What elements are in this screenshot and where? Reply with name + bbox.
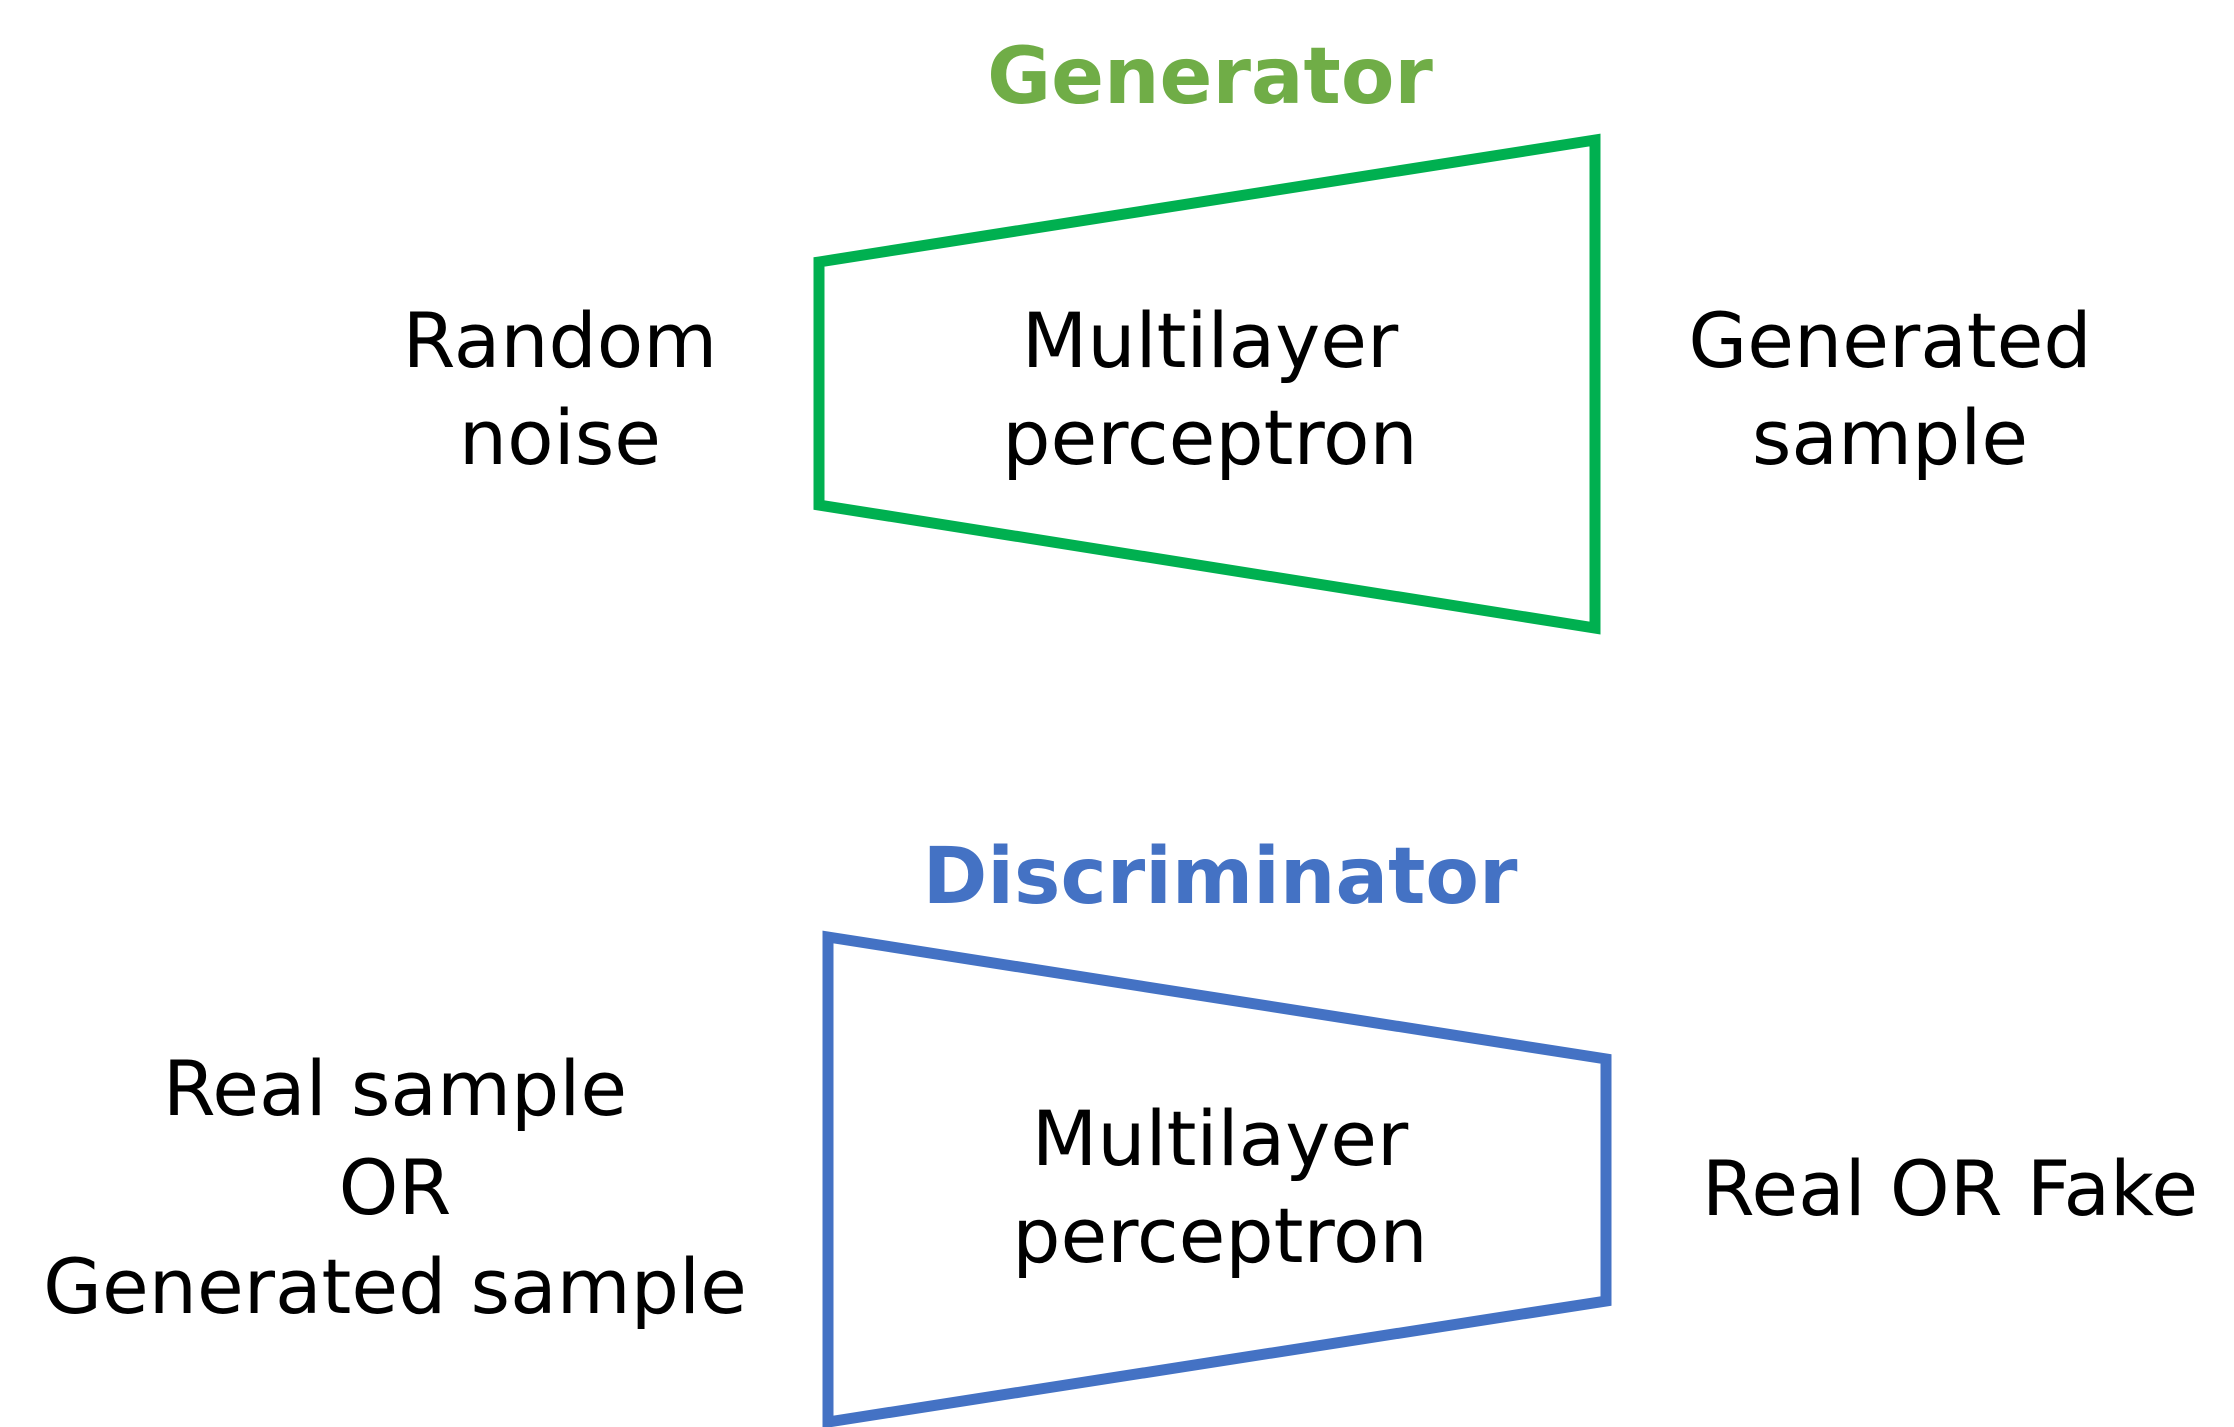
discriminator-title: Discriminator — [922, 832, 1518, 922]
discriminator-body-line-2: perceptron — [1012, 1191, 1428, 1281]
generator-output-line-1: Generated — [1688, 296, 2092, 385]
generator-body-line-1: Multilayer — [1021, 296, 1399, 385]
generator-input-line-2: noise — [458, 393, 662, 483]
discriminator-trapezoid — [822, 930, 1612, 1427]
discriminator-output-label: Real OR Fake — [1675, 1140, 2225, 1237]
discriminator-input-line-1: Real sample — [162, 1044, 628, 1133]
generator-body-line-2: perceptron — [1002, 393, 1418, 483]
discriminator-body-line-1: Multilayer — [1031, 1094, 1409, 1183]
generator-body-label: Multilayer perceptron — [940, 292, 1480, 487]
discriminator-body-label: Multilayer perceptron — [950, 1090, 1490, 1285]
discriminator-input-line-2: OR — [338, 1142, 452, 1232]
generator-trapezoid — [813, 133, 1601, 635]
discriminator-input-line-3: Generated sample — [43, 1241, 747, 1331]
discriminator-output-line-1: Real OR Fake — [1701, 1144, 2199, 1233]
generator-input-label: Random noise — [340, 292, 780, 487]
generator-output-label: Generated sample — [1640, 292, 2140, 487]
discriminator-input-label: Real sample OR Generated sample — [20, 1040, 770, 1336]
generator-title: Generator — [987, 32, 1433, 122]
generator-output-line-2: sample — [1751, 393, 2029, 483]
generator-input-line-1: Random — [402, 296, 718, 385]
